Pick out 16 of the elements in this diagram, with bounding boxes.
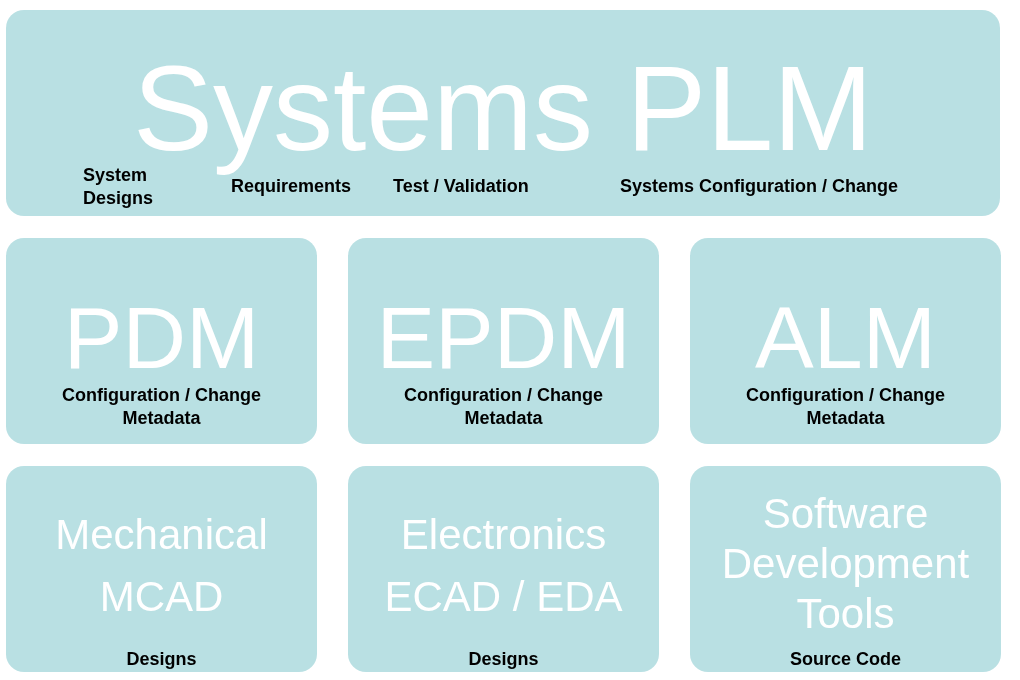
panel-label: Designs bbox=[468, 648, 539, 671]
layer-panel bbox=[6, 466, 317, 672]
panel-title: Electronics ECAD / EDA bbox=[383, 510, 624, 622]
panel-label: Test / Validation bbox=[393, 175, 529, 198]
panel-title: Software Development Tools bbox=[720, 489, 971, 639]
layer-panel bbox=[348, 238, 659, 444]
panel-label: Source Code bbox=[790, 648, 901, 671]
layer-panel bbox=[6, 10, 1000, 216]
layer-panel bbox=[6, 238, 317, 444]
layer-panel bbox=[690, 238, 1001, 444]
panel-label: Designs bbox=[126, 648, 197, 671]
layer-panel bbox=[690, 466, 1001, 672]
panel-label: Systems Configuration / Change bbox=[620, 175, 899, 198]
layer-panel bbox=[348, 466, 659, 672]
panel-title: Mechanical MCAD bbox=[54, 510, 269, 622]
panel-label: Requirements bbox=[231, 175, 352, 198]
